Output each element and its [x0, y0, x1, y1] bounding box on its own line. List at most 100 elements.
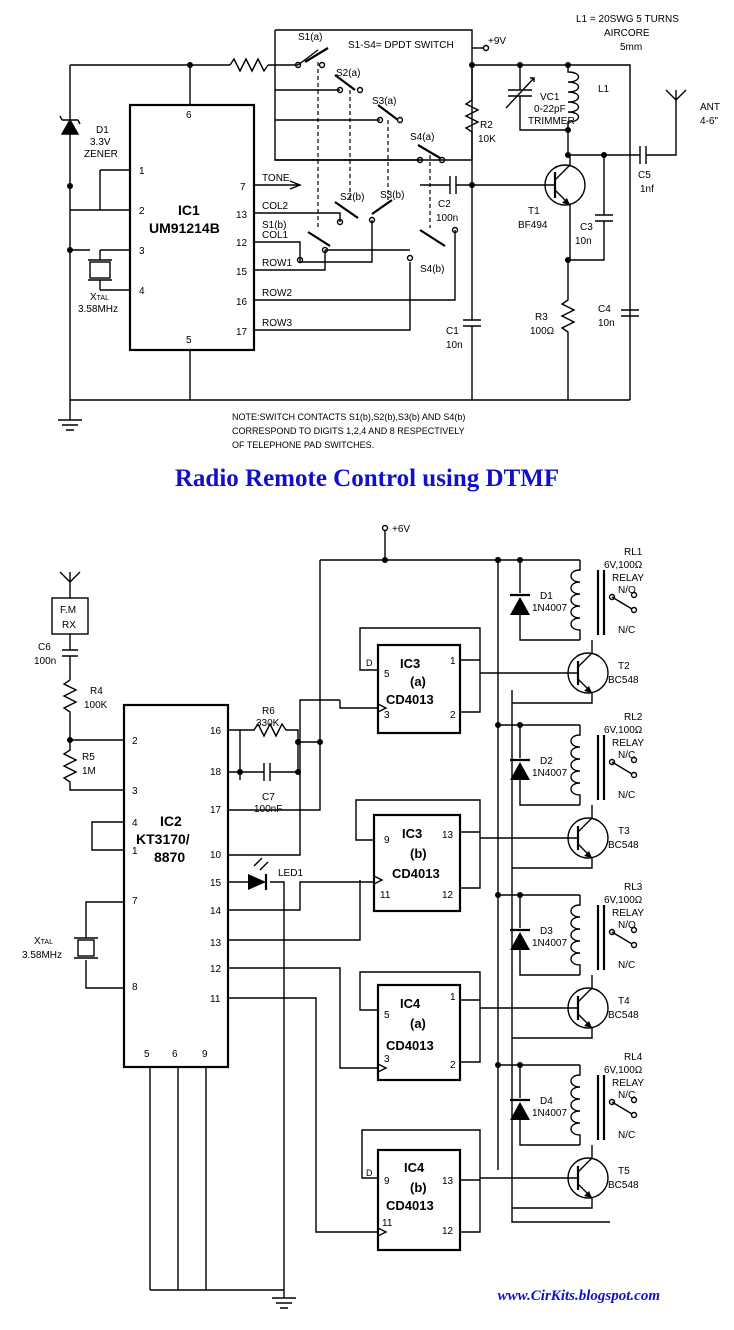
transistor-name: T2	[618, 661, 630, 672]
c4-value: 10n	[598, 318, 615, 329]
col1-label: COL1	[262, 230, 289, 241]
ic2-pin9: 9	[202, 1049, 208, 1060]
ic3b-pin11: 11	[380, 890, 391, 901]
receiver-circuit: +6V F.M RX C6 100n R4 100K R5 1M IC2 KT3…	[22, 524, 660, 1309]
ic4b-pin9: 9	[384, 1176, 390, 1187]
ic1-pin4: 4	[139, 286, 145, 297]
transistor-name: T4	[618, 996, 630, 1007]
flipflop-ic3b: IC3 (b) CD4013 9 11 13 12	[355, 799, 481, 913]
ic1-pin15: 15	[236, 267, 248, 278]
c4-label: C4	[598, 304, 611, 315]
contact-2	[630, 941, 638, 949]
switch-note: S1-S4= DPDT SWITCH	[348, 40, 454, 51]
ic4a-pin1: 1	[450, 992, 456, 1003]
antenna-icon	[665, 89, 687, 101]
ic2-part-2: 8870	[154, 849, 185, 865]
c5-value: 1nf	[640, 184, 654, 195]
switch-s2b	[334, 201, 359, 226]
c7-label: C7	[262, 792, 275, 803]
r4-value: 100K	[84, 700, 108, 711]
d1-zener-diode	[59, 115, 81, 135]
transistor-leads	[512, 975, 593, 1039]
switch-s2a	[334, 74, 364, 94]
website-url[interactable]: www.CirKits.blogspot.com	[498, 1288, 660, 1304]
s2b-label: S2(b)	[340, 192, 364, 203]
diode-3-icon	[510, 932, 530, 950]
relay-contact-arm	[611, 596, 633, 610]
switch-s4a	[416, 144, 446, 164]
ic2-pin16: 16	[210, 726, 222, 737]
s4a-label: S4(a)	[410, 132, 434, 143]
ic3b-pin13: 13	[442, 830, 454, 841]
ic4b-pin11: 11	[382, 1218, 393, 1229]
s3a-label: S3(a)	[372, 96, 396, 107]
ic4a-name: IC4	[400, 996, 421, 1011]
d1-type: ZENER	[84, 149, 118, 160]
led1-label: LED1	[278, 868, 303, 879]
relay-junction	[495, 557, 501, 563]
contact-common	[608, 758, 616, 766]
contact-2	[630, 606, 638, 614]
r2-value: 10K	[478, 134, 496, 145]
s3b-label: S3(b)	[380, 190, 404, 201]
relay-contact-arm	[611, 931, 633, 945]
ic2-pin7: 7	[132, 896, 138, 907]
r4-resistor	[62, 679, 78, 740]
s1a-label: S1(a)	[298, 32, 322, 43]
ic4b-pin13: 13	[442, 1176, 454, 1187]
vc1-type: TRIMMER	[528, 116, 575, 127]
l1-label: L1	[598, 84, 610, 95]
relay-contact-2: N/C	[618, 1130, 635, 1141]
relay-coil-2	[570, 725, 581, 805]
r3-label: R3	[535, 312, 548, 323]
ic1-pin7: 7	[240, 182, 246, 193]
ic3b-name: IC3	[402, 826, 422, 841]
t1-part: BF494	[518, 220, 548, 231]
flipflop-ic4a: IC4 (a) CD4013 5 3 1 2	[359, 971, 481, 1082]
coil-note-1: L1 = 20SWG 5 TURNS	[576, 14, 679, 25]
switch-s3b	[368, 199, 393, 224]
ic3b-part: CD4013	[392, 866, 440, 881]
ic2-pin15: 15	[210, 878, 222, 889]
r6-label: R6	[262, 706, 275, 717]
relay-junction	[495, 1062, 501, 1068]
supply-9v: +9V	[488, 36, 506, 47]
contact-common	[608, 593, 616, 601]
diode-2-icon	[510, 762, 530, 780]
xtal1-crystal	[89, 261, 111, 279]
contact-common	[608, 1098, 616, 1106]
note-line-2: CORRESPOND TO DIGITS 1,2,4 AND 8 RESPECT…	[232, 426, 465, 436]
vc1-value: 0-22pF	[534, 104, 566, 115]
ic4b-pin12: 12	[442, 1226, 454, 1237]
vc1-label: VC1	[540, 92, 560, 103]
l1-coil	[567, 65, 580, 155]
relay-coil-4	[570, 1065, 581, 1145]
ic4b-d: D	[366, 1168, 373, 1178]
diode-wire	[519, 1065, 580, 1146]
diode-wire	[519, 895, 580, 976]
xtal1-label: XTAL	[90, 292, 109, 303]
ic1-pin6: 6	[186, 110, 192, 121]
switch-s3a	[376, 104, 404, 124]
diode-1-icon	[510, 597, 530, 615]
flipflop-ic4b: IC4 (b) CD4013 9 11 13 12 D	[361, 1129, 481, 1252]
ic1-name: IC1	[178, 202, 200, 218]
ic1-pin3: 3	[139, 246, 145, 257]
relay-name: RL1	[624, 547, 643, 558]
diode-name: D3	[540, 926, 553, 937]
ic2-pin8: 8	[132, 982, 138, 993]
diode-wire	[519, 725, 580, 806]
ic1-pin2: 2	[139, 206, 145, 217]
ic4b-part: CD4013	[386, 1198, 434, 1213]
ic4a-pin2: 2	[450, 1060, 456, 1071]
transistor-leads	[512, 640, 593, 704]
relay-core	[596, 905, 606, 970]
rx-label: RX	[62, 620, 76, 631]
relay-coil-1	[570, 560, 581, 640]
c5-label: C5	[638, 170, 651, 181]
relay-name: RL2	[624, 712, 643, 723]
